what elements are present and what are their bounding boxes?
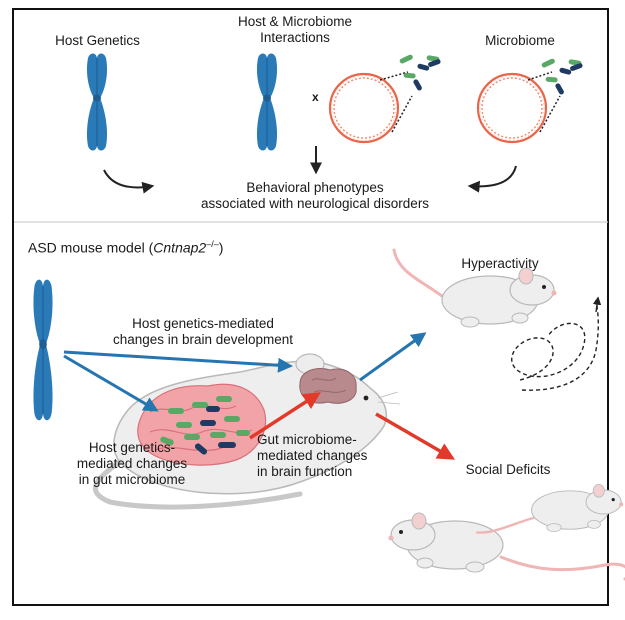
model-prefix: ASD mouse model (	[28, 239, 154, 256]
zoom-lines	[379, 71, 413, 133]
bacteria-icon	[160, 396, 250, 455]
bacteria-icon	[398, 53, 442, 92]
times-symbol: x	[312, 90, 319, 104]
microbiome-label: Microbiome	[485, 33, 555, 48]
phenotypes-line-2: associated with neurological disorders	[200, 196, 430, 211]
arrow-microbiome-to-phenotype	[467, 165, 517, 193]
mouse-icon	[392, 248, 558, 328]
gut-line-3: in gut microbiome	[78, 472, 186, 487]
chromosome-icon	[86, 52, 108, 152]
brain-function-line-3: in brain function	[257, 464, 353, 479]
chromosome-icon	[256, 52, 278, 152]
interactions-line-2: Interactions	[260, 30, 330, 45]
phenotypes-line-1: Behavioral phenotypes	[246, 180, 384, 195]
brain-icon	[299, 368, 357, 404]
interactions-label: Host & Microbiome Interactions	[215, 14, 375, 46]
brain-development-label: Host genetics-mediated changes in brain …	[88, 316, 318, 348]
brain-function-line-1: Gut microbiome-	[257, 432, 357, 447]
brain-development-line-1: Host genetics-mediated	[132, 316, 274, 331]
bacteria-icon	[540, 57, 584, 96]
model-suffix: )	[218, 239, 224, 256]
gut-line-2: mediated changes	[76, 456, 188, 471]
host-genetics-label: Host Genetics	[55, 33, 140, 48]
brain-function-label: Gut microbiome- mediated changes in brai…	[257, 432, 397, 480]
social-deficits-label: Social Deficits	[465, 462, 551, 477]
plasmid-icon	[476, 72, 548, 144]
model-title: ASD mouse model (Cntnap2–/–)	[28, 236, 223, 256]
hyperactivity-label: Hyperactivity	[461, 256, 539, 271]
running-path	[511, 299, 599, 391]
figure-frame	[12, 8, 609, 606]
brain-development-line-2: changes in brain development	[112, 332, 294, 347]
mouse-icon	[387, 512, 625, 581]
gut-line-1: Host genetics-	[88, 440, 176, 455]
gut-microbiome-label: Host genetics- mediated changes in gut m…	[62, 440, 202, 488]
arrow-to-hyperactivity	[359, 332, 427, 382]
plasmid-icon	[328, 72, 400, 144]
arrow-genetics-to-phenotype	[103, 169, 155, 194]
path-arrowhead	[592, 296, 602, 313]
mouse-icon	[475, 483, 624, 534]
chromosome-icon	[32, 278, 54, 422]
arrow-genetics-to-gut	[63, 354, 159, 412]
arrow-to-social-deficits	[375, 412, 456, 460]
model-gene: Cntnap2	[153, 239, 207, 256]
zoom-lines	[527, 71, 561, 133]
interactions-line-1: Host & Microbiome	[237, 14, 353, 29]
arrow-genetics-to-brain	[63, 350, 293, 373]
brain-function-line-2: mediated changes	[257, 448, 368, 463]
phenotypes-label: Behavioral phenotypes associated with ne…	[175, 180, 455, 212]
arrow-gut-to-brain	[249, 392, 321, 440]
model-superscript: –/–	[206, 239, 219, 249]
